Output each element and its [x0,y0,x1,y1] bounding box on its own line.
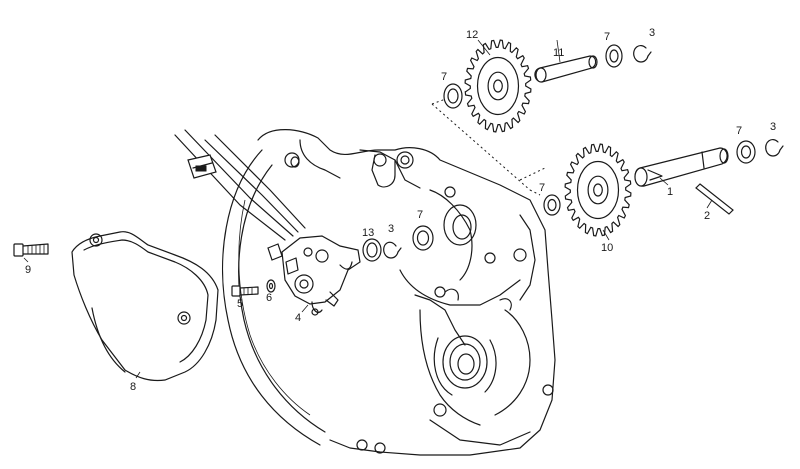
leader-lines [23,39,713,379]
washer-7-lower-left [543,194,561,216]
engine-crankcase [221,129,556,456]
callout-7-left: 7 [417,209,423,221]
gear-10 [564,143,632,237]
callout-11: 11 [553,47,564,59]
shaft-11 [534,55,598,83]
washer-7-left [412,225,434,251]
circlip-3-left [383,241,402,259]
circlip-3-upper [633,44,652,63]
shaft-1 [634,147,729,187]
side-cover [71,231,219,382]
bolt-9 [13,243,49,257]
callout-10: 10 [601,242,613,254]
oil-pump [281,235,361,316]
callout-7-lower-right: 7 [736,125,742,137]
callout-5: 5 [237,298,243,310]
callout-4: 4 [295,312,301,324]
callout-8: 8 [130,381,136,393]
callout-13: 13 [362,227,374,239]
circlip-3-lower [765,138,784,157]
callout-7-upper-left: 7 [441,71,447,83]
callout-9: 9 [25,264,31,276]
washer-7-upper-right [605,44,623,68]
callout-7-lower-left: 7 [539,182,545,194]
callout-labels: 1 2 3 3 3 4 5 6 7 7 7 7 7 8 9 10 11 12 1… [25,27,776,393]
washer-7-upper-left [443,83,463,109]
washer-6 [266,279,276,293]
callout-2: 2 [704,210,710,222]
callout-3-lower: 3 [770,121,776,133]
callout-3-left: 3 [388,223,394,235]
callout-6: 6 [266,292,272,304]
screw-5 [231,285,259,297]
wire-harness [174,129,306,261]
gear-12 [464,39,532,133]
pin-2 [695,183,734,215]
callout-12: 12 [466,29,478,41]
callout-3-upper: 3 [649,27,655,39]
washer-7-lower-right [736,140,756,164]
callout-7-upper-right: 7 [604,31,610,43]
callout-1: 1 [667,186,673,198]
oring-13 [362,238,382,262]
